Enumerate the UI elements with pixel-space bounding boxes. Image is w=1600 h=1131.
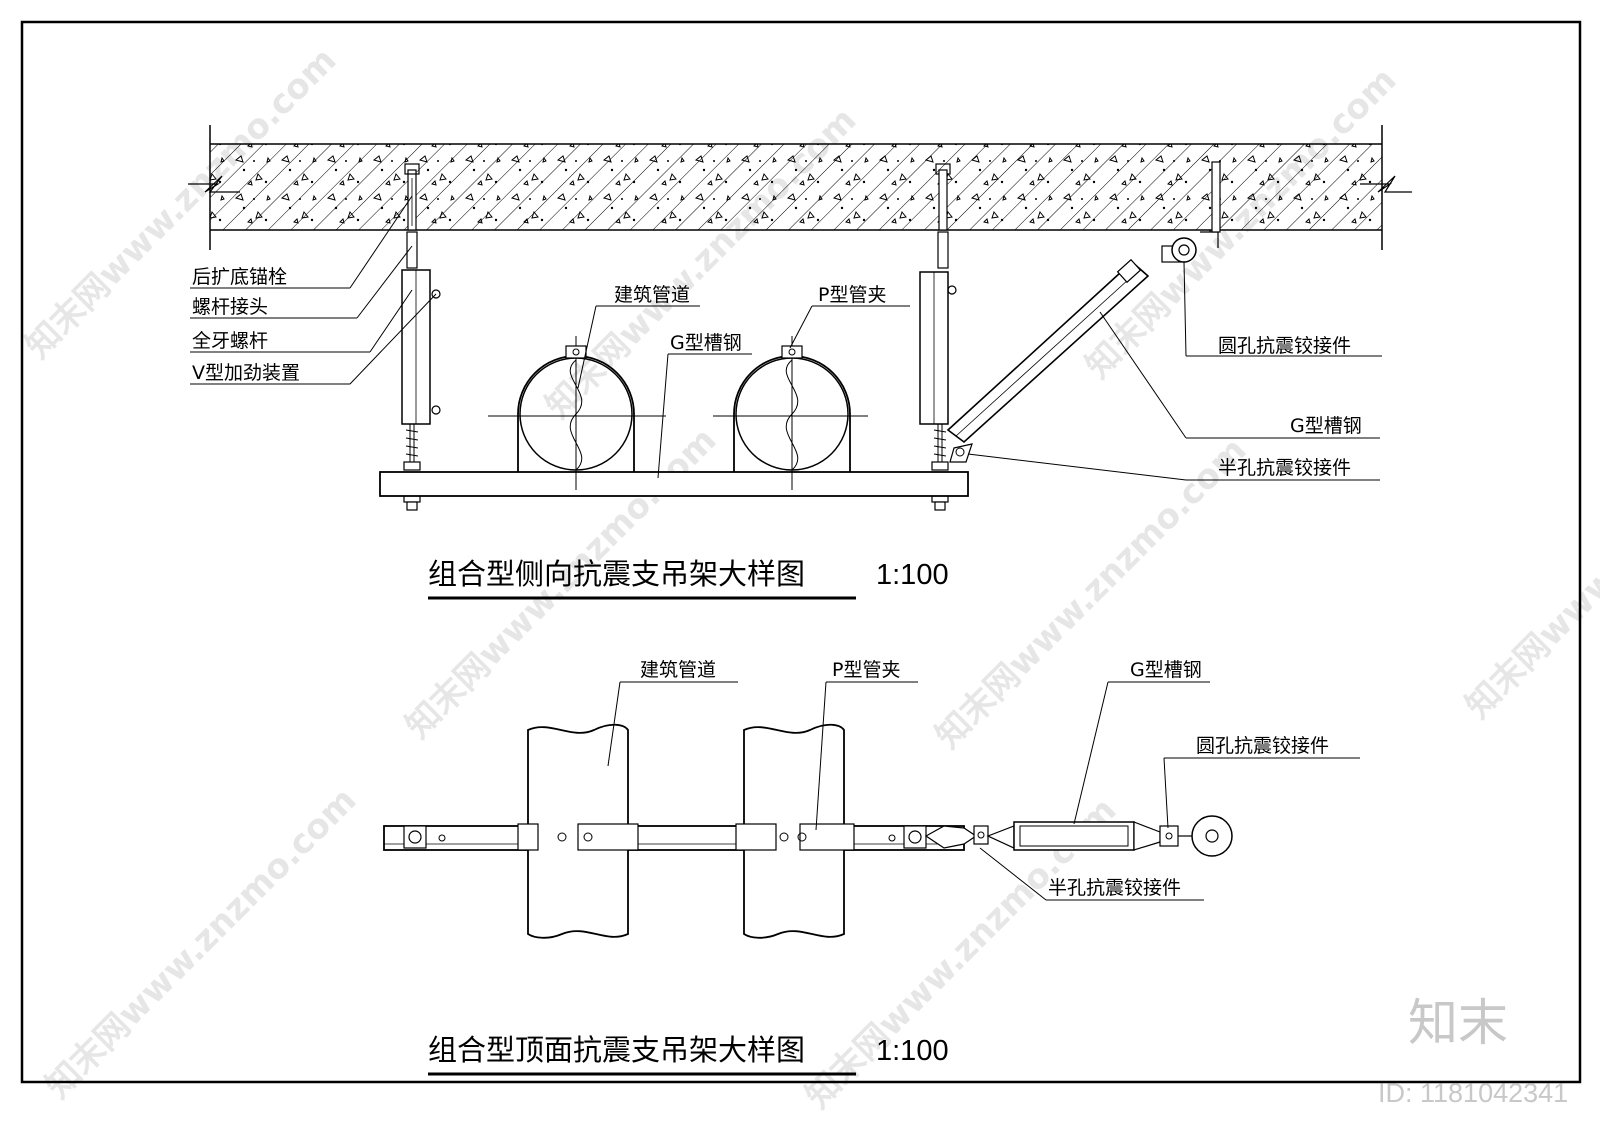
top-label-round-hinge: 圆孔抗震铰接件 (1196, 735, 1329, 757)
top-pipe-1 (517, 723, 639, 939)
top-label-pipe: 建筑管道 (640, 659, 716, 681)
pipe-1-section (488, 336, 666, 490)
pipe-2-section (713, 336, 868, 490)
top-view-labels: 建筑管道 P型管夹 G型槽钢 圆孔抗震铰接件 半孔抗震铰接件 (640, 659, 1329, 899)
right-hanger (919, 163, 957, 511)
label-v-stiffener: V型加劲装置 (192, 362, 300, 384)
top-label-g-channel: G型槽钢 (1130, 659, 1202, 681)
label-rod-connector: 螺杆接头 (192, 296, 268, 318)
leader-lines-top (607, 681, 1360, 901)
leader-lines-side (190, 195, 1382, 481)
side-view-drawing (188, 125, 1412, 511)
watermark-id: ID: 1181042341 (1378, 1078, 1568, 1108)
top-view-title-block: 组合型顶面抗震支吊架大样图 1:100 (428, 1033, 949, 1076)
label-pipe: 建筑管道 (614, 284, 690, 306)
g-channel-beam (379, 471, 969, 497)
sheet-border (20, 20, 1582, 1084)
side-view-title-block: 组合型侧向抗震支吊架大样图 1:100 (428, 557, 949, 600)
concrete-slab (188, 125, 1412, 250)
top-channel (383, 825, 965, 851)
left-hanger (401, 163, 441, 511)
side-view-labels: 后扩底锚栓 螺杆接头 全牙螺杆 V型加劲装置 建筑管道 P型管夹 G型槽钢 圆孔… (192, 266, 1362, 479)
side-view-scale: 1:100 (876, 559, 949, 591)
top-label-p-clamp: P型管夹 (832, 659, 900, 681)
label-p-clamp: P型管夹 (818, 284, 886, 306)
top-view-title: 组合型顶面抗震支吊架大样图 (428, 1033, 805, 1067)
watermark-logo: 知末 (1408, 994, 1508, 1052)
watermark-text: 知末网www.znzmo.com (38, 780, 364, 1106)
watermark-text: 知末网www.znzmo.com (928, 430, 1254, 756)
top-view-drawing (383, 681, 1360, 939)
label-anchor-bolt: 后扩底锚栓 (192, 266, 287, 288)
top-pipe-2 (735, 723, 855, 939)
corner-watermark: 知末 ID: 1181042341 (1378, 994, 1568, 1108)
top-brace (924, 815, 1233, 857)
label-half-hinge: 半孔抗震铰接件 (1218, 457, 1351, 479)
label-round-hinge: 圆孔抗震铰接件 (1218, 335, 1351, 357)
diagonal-brace (946, 161, 1221, 463)
label-threaded-rod: 全牙螺杆 (192, 330, 268, 352)
top-view-scale: 1:100 (876, 1035, 949, 1067)
watermark-text: 知末网www.znzmo.com (1458, 400, 1600, 726)
top-label-half-hinge: 半孔抗震铰接件 (1048, 877, 1181, 899)
label-g-channel: G型槽钢 (670, 332, 742, 354)
label-g-channel-brace: G型槽钢 (1290, 415, 1362, 437)
side-view-title: 组合型侧向抗震支吊架大样图 (428, 557, 805, 591)
